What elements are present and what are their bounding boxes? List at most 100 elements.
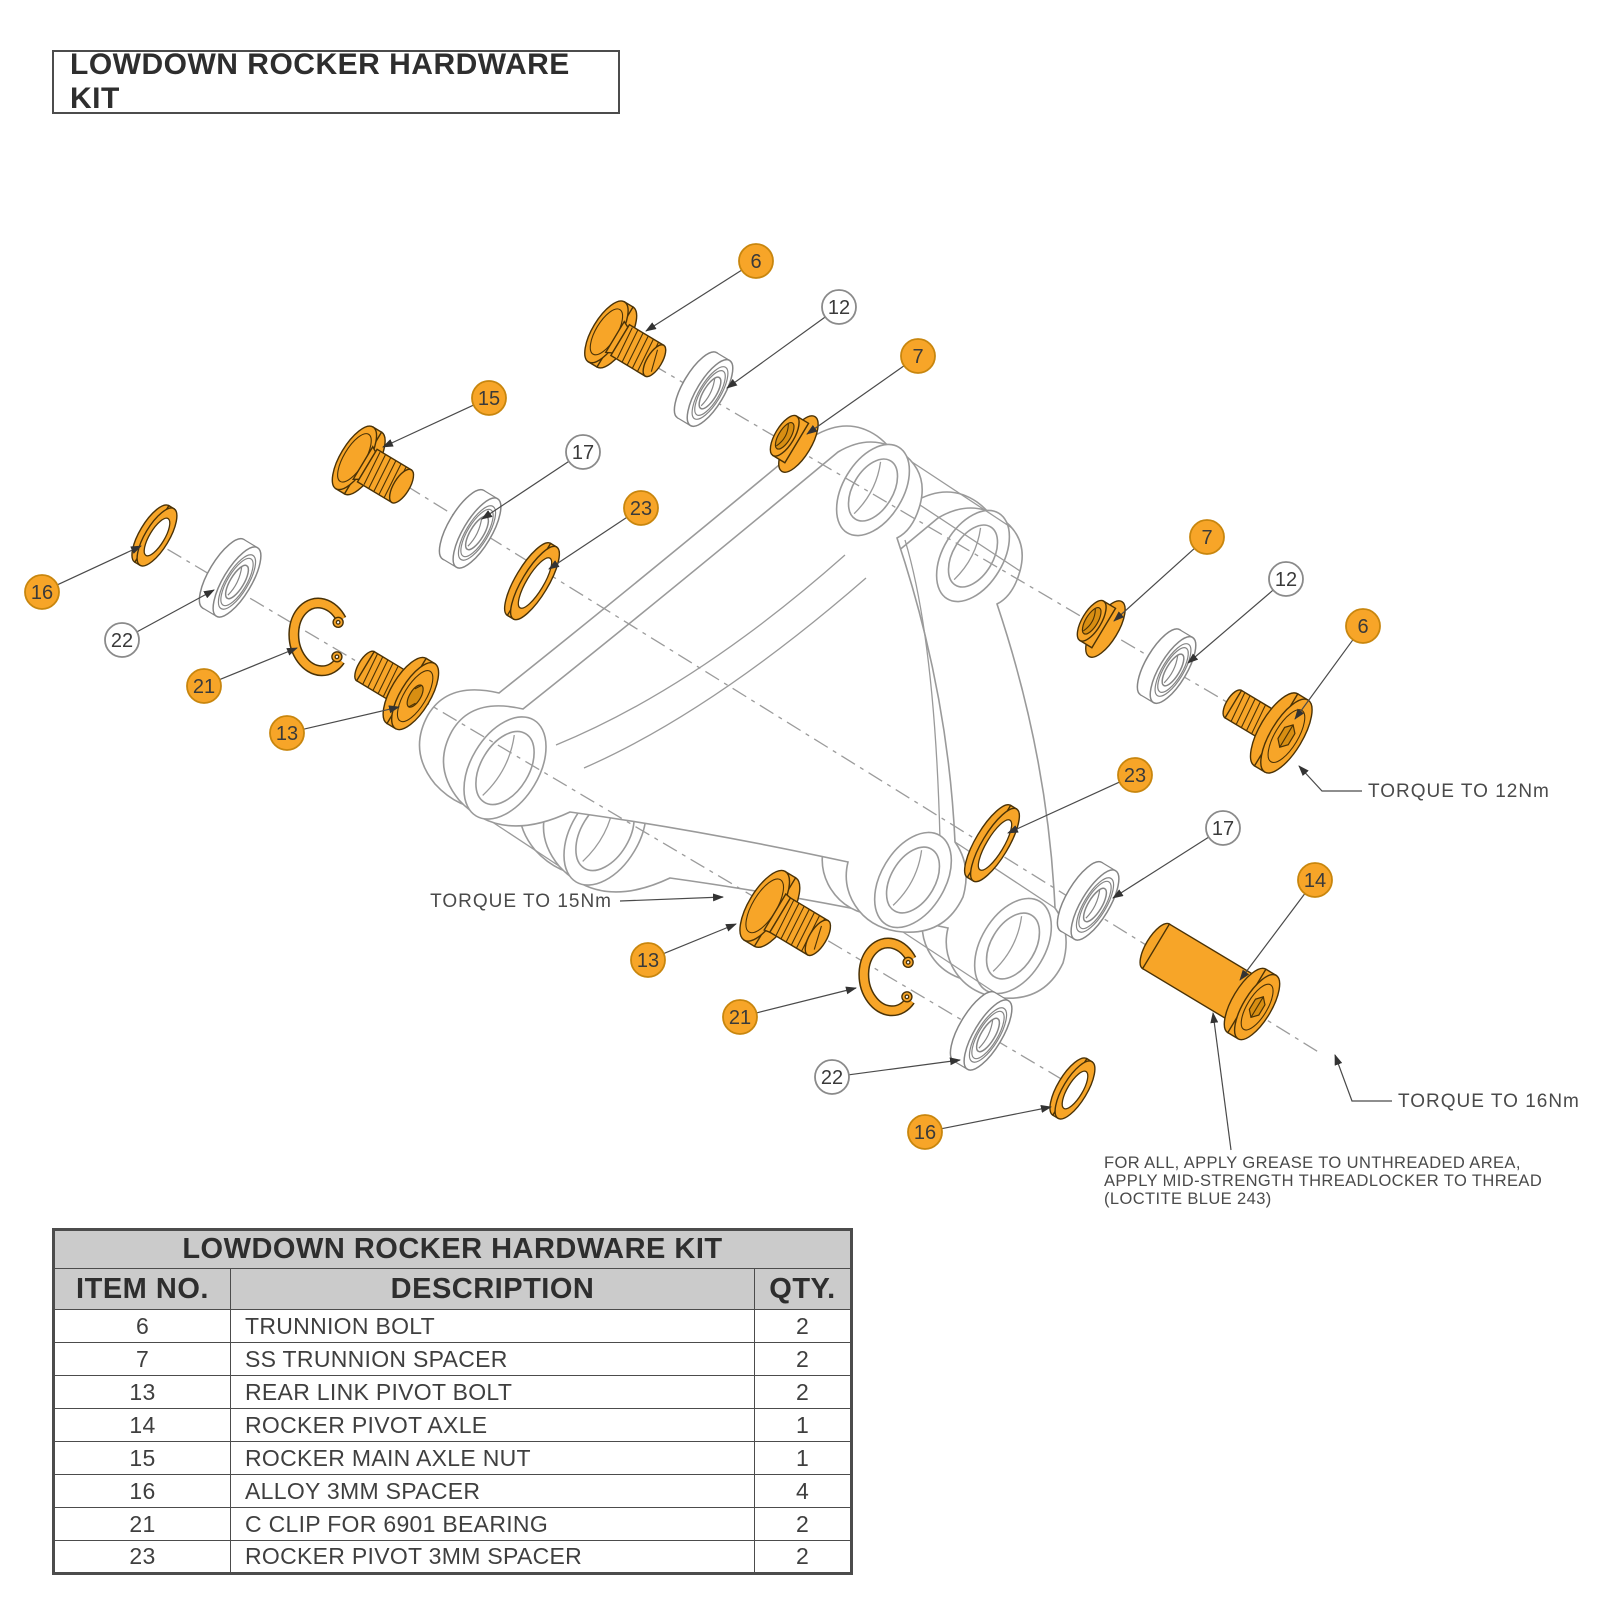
callout-leader — [1239, 893, 1306, 981]
callout-number: 13 — [276, 723, 298, 745]
callout-number: 16 — [31, 582, 53, 604]
callout-number: 15 — [478, 388, 500, 410]
callout-leader — [136, 589, 215, 633]
column-header-qty: QTY. — [754, 1268, 852, 1310]
callout-circle — [104, 622, 140, 658]
item-no-cell: 15 — [53, 1441, 231, 1475]
front-plate-top-eye — [835, 443, 911, 537]
callout-leader — [382, 404, 474, 448]
callout-number: 23 — [630, 498, 652, 520]
callout-balloon-21: 21 — [722, 986, 857, 1035]
callout-leader — [726, 316, 826, 389]
callout-leader — [303, 705, 400, 730]
torque-16-leader — [1334, 1054, 1392, 1102]
qty-cell: 1 — [754, 1441, 852, 1475]
callout-circle — [814, 1059, 850, 1095]
callout-leader — [219, 647, 298, 681]
callout-leader — [1007, 781, 1120, 834]
callout-circle — [900, 338, 936, 374]
callout-balloon-6: 6 — [645, 243, 774, 332]
callout-number: 22 — [821, 1067, 843, 1089]
qty-cell: 4 — [754, 1474, 852, 1508]
item-no-cell: 14 — [53, 1408, 231, 1442]
callout-circle — [907, 1114, 943, 1150]
item-no-cell: 21 — [53, 1507, 231, 1541]
description-cell: TRUNNION BOLT — [230, 1309, 755, 1343]
callout-balloon-22: 22 — [814, 1057, 961, 1095]
callout-circle — [1189, 519, 1225, 555]
torque-12-leader — [1298, 765, 1362, 792]
callout-balloon-12: 12 — [1187, 561, 1304, 664]
callout-number: 22 — [111, 630, 133, 652]
callout-balloon-17: 17 — [1112, 810, 1241, 899]
callout-leader — [756, 986, 857, 1014]
description-cell: ROCKER PIVOT 3MM SPACER — [230, 1540, 755, 1574]
bearing-22-bottom — [949, 990, 1013, 1071]
assembly-note: FOR ALL, APPLY GREASE TO UNTHREADED AREA… — [1104, 1012, 1542, 1208]
rocker-link-body — [418, 425, 1067, 1000]
callout-circle — [623, 490, 659, 526]
callout-number: 12 — [828, 297, 850, 319]
callout-number: 21 — [729, 1007, 751, 1029]
callout-leader — [806, 365, 905, 435]
callout-circle — [24, 574, 60, 610]
callout-circle — [821, 289, 857, 325]
callout-leader — [548, 516, 628, 570]
qty-cell: 2 — [754, 1342, 852, 1376]
callout-balloon-16: 16 — [907, 1105, 1052, 1150]
front-plate-right-eye — [873, 831, 953, 929]
qty-cell: 1 — [754, 1408, 852, 1442]
callout-leader — [57, 545, 142, 586]
callout-balloon-6: 6 — [1294, 608, 1381, 720]
rocker-pivot-axle-14 — [1139, 922, 1281, 1041]
description-cell: REAR LINK PIVOT BOLT — [230, 1375, 755, 1409]
rocker-pivot-spacer-23-left — [503, 542, 561, 621]
drawing-title: LOWDOWN ROCKER HARDWARE KIT — [70, 48, 570, 115]
main-pivot-axis-centerline — [351, 451, 1321, 1054]
drawing-title-box: LOWDOWN ROCKER HARDWARE KIT — [52, 48, 620, 115]
torque-12-label: TORQUE TO 12Nm — [1368, 781, 1550, 802]
bearing-12-top — [673, 351, 734, 428]
callout-circle — [738, 243, 774, 279]
callout-number: 21 — [193, 676, 215, 698]
note-line-3: (LOCTITE BLUE 243) — [1104, 1190, 1272, 1208]
callout-circle — [565, 434, 601, 470]
callout-circle — [1205, 810, 1241, 846]
callout-number: 14 — [1304, 870, 1326, 892]
callout-number: 16 — [914, 1122, 936, 1144]
torque-15-leader — [619, 893, 724, 902]
description-cell: ROCKER MAIN AXLE NUT — [230, 1441, 755, 1475]
item-no-cell: 6 — [53, 1309, 231, 1343]
c-clip-21-bottom — [858, 937, 917, 1017]
bearing-17-left — [438, 488, 502, 569]
qty-cell: 2 — [754, 1507, 852, 1541]
callout-leader — [1112, 836, 1210, 899]
callout-circle — [630, 942, 666, 978]
callout-balloon-23: 23 — [548, 490, 659, 570]
callout-number: 7 — [912, 346, 923, 368]
callout-leader — [941, 1105, 1052, 1130]
callout-balloon-7: 7 — [806, 338, 936, 435]
torque-annotations: TORQUE TO 15Nm TORQUE TO 12Nm TORQUE TO … — [430, 765, 1579, 1112]
rear-link-pivot-bolt-13-bottom — [739, 869, 832, 957]
callout-leader — [1187, 589, 1274, 664]
callout-balloon-21: 21 — [186, 647, 298, 704]
description-cell: ROCKER PIVOT AXLE — [230, 1408, 755, 1442]
callout-leader — [645, 269, 743, 332]
qty-cell: 2 — [754, 1309, 852, 1343]
bearing-12-right — [1136, 628, 1197, 705]
callout-leader — [848, 1057, 961, 1076]
callout-leader — [663, 923, 737, 955]
bearing-22-left — [198, 537, 262, 618]
description-cell: C CLIP FOR 6901 BEARING — [230, 1507, 755, 1541]
note-leader — [1210, 1012, 1232, 1151]
qty-cell: 2 — [754, 1540, 852, 1574]
callout-number: 23 — [1124, 765, 1146, 787]
